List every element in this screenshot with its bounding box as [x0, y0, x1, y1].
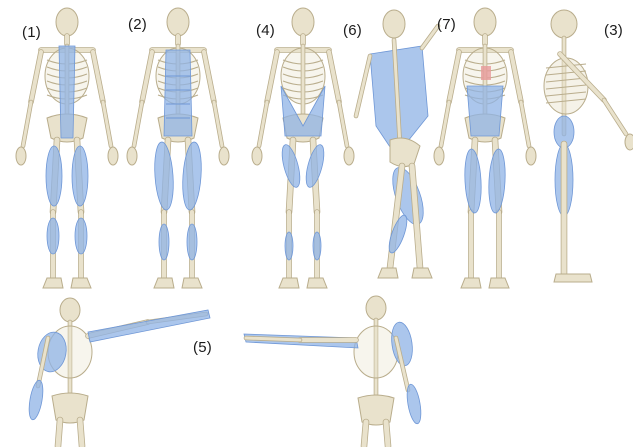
fig5b-leg-r [386, 422, 388, 446]
fig6-pelvis [390, 138, 420, 167]
fig2-humerus-l [142, 52, 152, 102]
fig7-foot-r [489, 278, 509, 288]
fig7-thigh-r [487, 149, 506, 214]
fig2-shin-l [159, 224, 169, 260]
fig1-skull [56, 8, 78, 36]
fig5b-forearm-muscle [405, 383, 424, 424]
fig5a-skull [60, 298, 80, 322]
fig7-foot-l [461, 278, 481, 288]
fig1-calf-r [75, 218, 87, 254]
label-4: (4) [256, 22, 275, 39]
fig5b-ribcage [354, 326, 398, 378]
fig5a-forearm-muscle [27, 379, 46, 420]
figure-6 [356, 10, 438, 278]
fig5a-arm-muscle [88, 310, 210, 342]
fig1-hamstring-r [72, 146, 88, 206]
fig4-hand-r [344, 147, 354, 165]
fig5a-leg-l [58, 420, 60, 446]
fig2-rectus-abdominis [164, 50, 192, 136]
fig4-foot-r [307, 278, 327, 288]
fig6-arm-r [422, 26, 438, 48]
fig7-skull [474, 8, 496, 36]
fig4-humerus-l [267, 52, 277, 102]
fig7-forearm-r [521, 102, 529, 146]
fig4-humerus-r [329, 52, 339, 102]
fig2-forearm-l [134, 102, 142, 146]
figure-5-left [27, 298, 210, 446]
fig2-shin-r [187, 224, 197, 260]
fig6-foot-r [412, 268, 432, 278]
fig4-calf-l [285, 232, 293, 260]
fig2-humerus-r [204, 52, 214, 102]
label-2: (2) [128, 16, 147, 33]
fig4-hand-l [252, 147, 262, 165]
fig6-skull [383, 10, 405, 38]
fig1-forearm-r [103, 102, 111, 146]
fig5b-forearm [246, 338, 300, 340]
fig4-skull [292, 8, 314, 36]
fig1-calf-l [47, 218, 59, 254]
label-5: (5) [193, 339, 212, 356]
fig1-hand-r [108, 147, 118, 165]
fig7-diaphragm-mark [481, 66, 491, 80]
label-1: (1) [22, 24, 41, 41]
figure-2 [127, 8, 229, 288]
fig4-foot-l [279, 278, 299, 288]
fig4-forearm-r [339, 102, 347, 146]
fig1-forearm-l [23, 102, 31, 146]
fig7-humerus-r [511, 52, 521, 102]
fig4-forearm-l [259, 102, 267, 146]
fig4-adductor-r [303, 143, 328, 189]
label-7: (7) [437, 16, 456, 33]
fig2-forearm-r [214, 102, 222, 146]
fig5b-leg-l [364, 422, 366, 446]
fig7-hand-l [434, 147, 444, 165]
fig2-hand-l [127, 147, 137, 165]
fig3-forearm [604, 100, 626, 134]
label-6: (6) [343, 22, 362, 39]
figure-3 [544, 10, 633, 282]
fig5b-skull [366, 296, 386, 320]
fig4-adductor-l [279, 143, 304, 189]
fig1-erector-spinae [59, 46, 75, 138]
fig6-arm-l [356, 56, 370, 116]
fig3-hand [625, 134, 633, 150]
label-3: (3) [604, 22, 623, 39]
figure-7 [434, 8, 536, 288]
fig2-foot-r [182, 278, 202, 288]
fig7-forearm-l [441, 102, 449, 146]
fig3-skull [551, 10, 577, 38]
fig1-foot-l [43, 278, 63, 288]
fig6-foot-l [378, 268, 398, 278]
fig3-foot [554, 274, 592, 282]
fig7-humerus-l [449, 52, 459, 102]
fig1-humerus-l [31, 52, 41, 102]
fig1-humerus-r [93, 52, 103, 102]
fig4-calf-r [313, 232, 321, 260]
fig7-hand-r [526, 147, 536, 165]
fig1-hand-l [16, 147, 26, 165]
figure-4 [252, 8, 354, 288]
fig2-foot-l [154, 278, 174, 288]
fig2-skull [167, 8, 189, 36]
fig7-thigh-l [463, 149, 482, 214]
fig2-hand-r [219, 147, 229, 165]
fig2-quad-l [153, 141, 176, 210]
fig1-foot-r [71, 278, 91, 288]
fig2-quad-r [181, 141, 204, 210]
fig7-psoas-core [467, 86, 503, 136]
fig5a-leg-r [80, 420, 82, 446]
fig1-hamstring-l [46, 146, 62, 206]
figure-1 [16, 8, 118, 288]
figure-5-right [244, 296, 423, 446]
